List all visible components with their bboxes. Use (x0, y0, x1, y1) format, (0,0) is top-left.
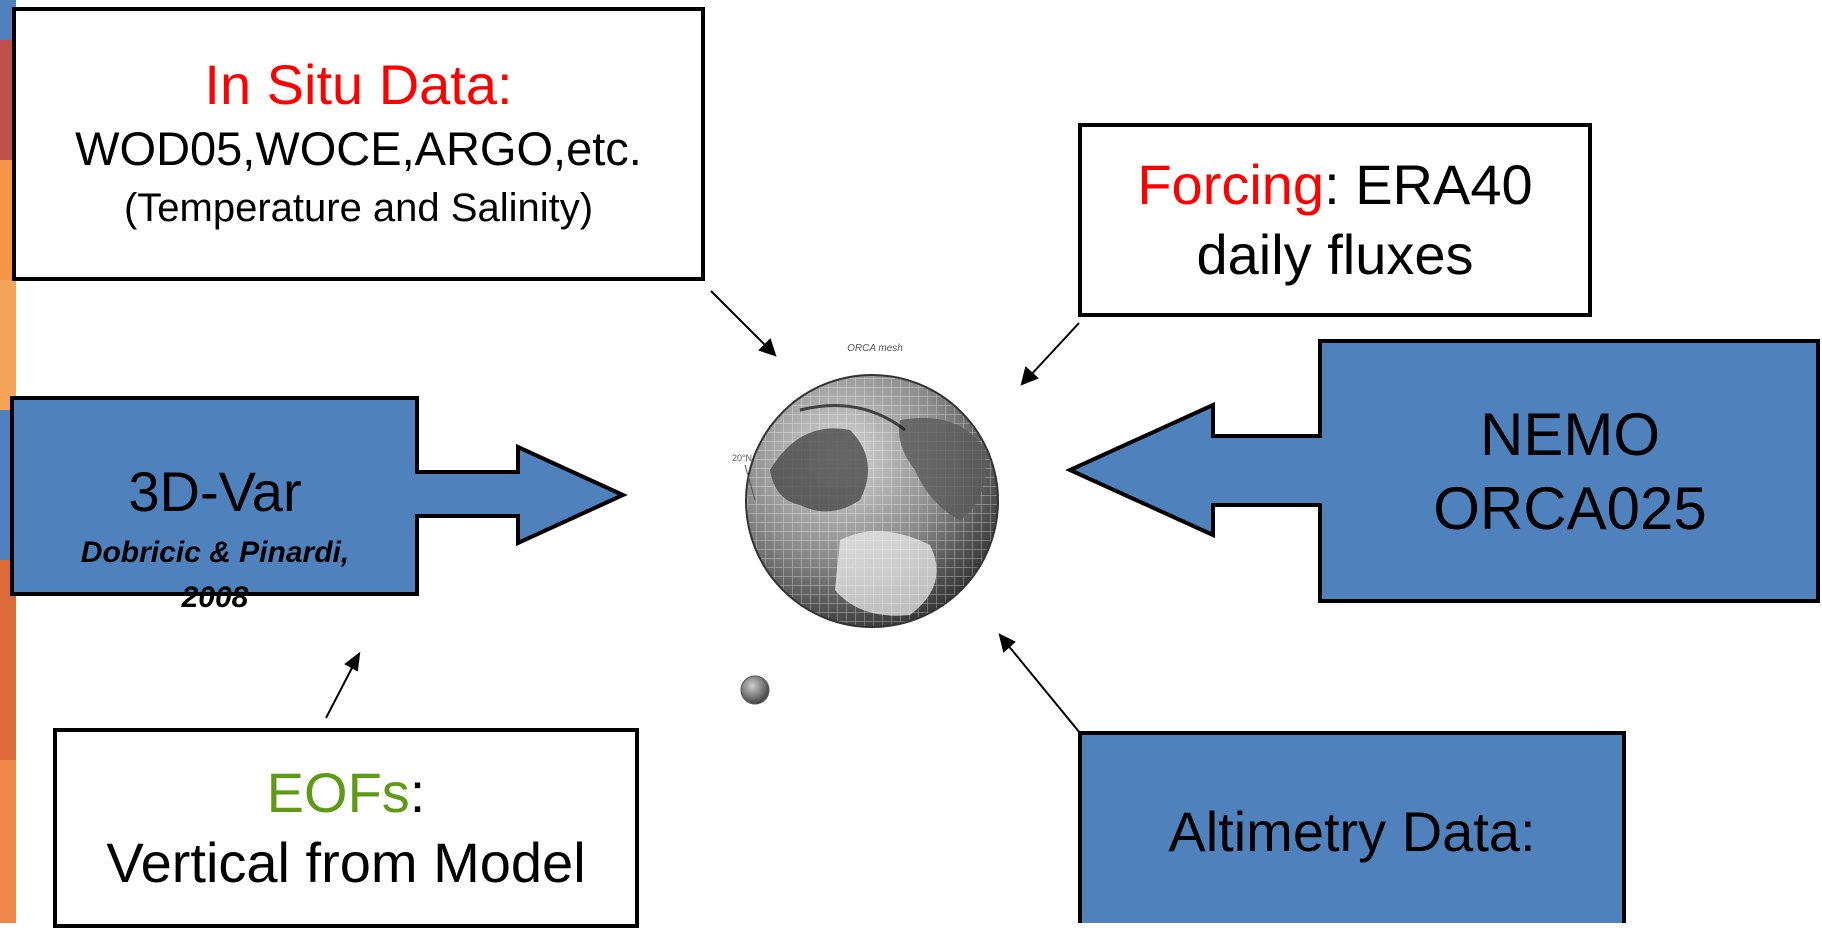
threedvar-reference-line-1: Dobricic & Pinardi, (80, 536, 350, 569)
eofs-rest: : (409, 761, 426, 824)
arrowhead (344, 651, 361, 672)
globe-image (745, 374, 999, 628)
eofs-line-2: Vertical from Model (106, 831, 586, 894)
forcing-line-1: Forcing: ERA40 (1137, 150, 1532, 220)
nemo-arrow-shape (1065, 339, 1820, 603)
edge-bar-segment (0, 760, 16, 923)
eofs-highlight: EOFs (266, 761, 410, 824)
threedvar-title: 3D-Var (128, 460, 302, 523)
in-situ-sources: WOD05,WOCE,ARGO,etc. (75, 122, 642, 175)
altimetry-label: Altimetry Data: (1168, 800, 1536, 863)
edge-bar-segment (0, 560, 16, 760)
edge-bar-segment (0, 280, 16, 410)
forcing-highlight: Forcing (1137, 153, 1325, 216)
arrow-forcing-to-globe (1028, 322, 1080, 378)
arrowhead (998, 633, 1016, 653)
decorative-edge-bar (0, 0, 16, 923)
globe-label-tick (744, 464, 756, 501)
nemo-model-name: NEMO (1480, 401, 1660, 468)
in-situ-title: In Situ Data: (204, 53, 513, 116)
in-situ-variables: (Temperature and Salinity) (123, 186, 594, 230)
forcing-box: Forcing: ERA40 daily fluxes (1078, 123, 1592, 317)
arrow-in-situ-to-globe (710, 290, 771, 351)
threedvar-arrow-shape (10, 396, 628, 596)
globe-caption: ORCA mesh (847, 343, 903, 354)
threedvar-reference-line-2: 2008 (181, 581, 249, 614)
mini-globe-image (740, 675, 770, 705)
nemo-configuration: ORCA025 (1433, 475, 1707, 542)
arrow-eofs-to-3dvar (325, 663, 355, 719)
forcing-line-2: daily fluxes (1196, 223, 1474, 286)
forcing-rest: : ERA40 (1324, 153, 1533, 216)
globe-side-label: 20°N (731, 453, 753, 463)
arrowhead (1020, 366, 1039, 386)
eofs-line-1: EOFs: (267, 758, 426, 828)
altimetry-box-shape (1078, 731, 1626, 923)
in-situ-data-box: In Situ Data: WOD05,WOCE,ARGO,etc. (Temp… (12, 7, 705, 281)
eofs-box: EOFs: Vertical from Model (53, 728, 639, 928)
arrowhead (758, 338, 777, 357)
arrow-altimetry-to-globe (1006, 643, 1081, 734)
